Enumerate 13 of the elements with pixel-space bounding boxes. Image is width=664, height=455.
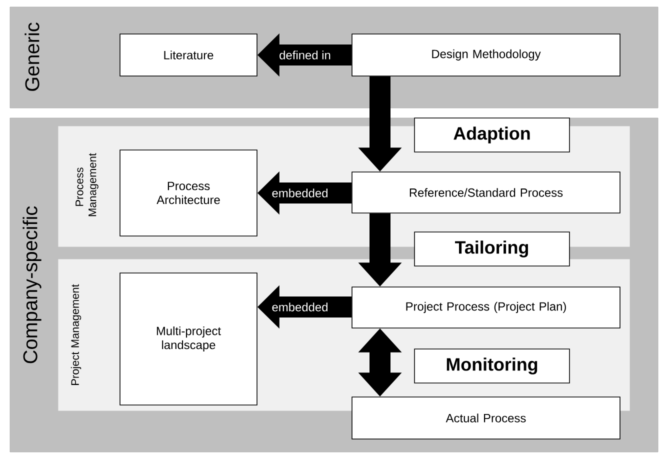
process-box: Literature bbox=[120, 34, 258, 76]
edge-label: Monitoring bbox=[414, 348, 570, 384]
process-box: Process Architecture bbox=[120, 150, 258, 236]
process-box: Reference/Standard Process bbox=[352, 172, 620, 214]
edge-label: embedded bbox=[270, 188, 330, 198]
process-box: Actual Process bbox=[352, 396, 620, 440]
edge-label: defined in bbox=[278, 50, 332, 60]
process-box: Project Process (Project Plan) bbox=[352, 286, 620, 328]
process-box: Multi-project landscape bbox=[120, 272, 258, 406]
edge-label: Tailoring bbox=[414, 232, 570, 266]
edge-label: embedded bbox=[270, 302, 330, 312]
edge-label: Adaption bbox=[414, 118, 570, 152]
process-box: Design Methodology bbox=[352, 34, 620, 76]
